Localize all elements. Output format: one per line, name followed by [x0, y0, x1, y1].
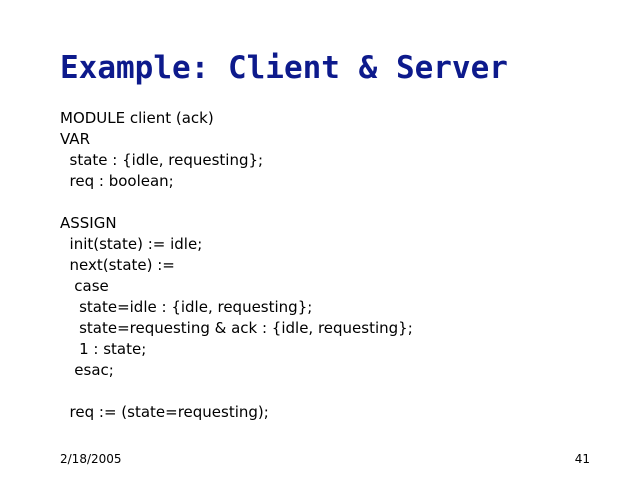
code-line-case-idle: state=idle : {idle, requesting};	[60, 298, 313, 316]
code-line-assign: ASSIGN	[60, 214, 117, 232]
code-line-next-state: next(state) :=	[60, 256, 175, 274]
code-line-case: case	[60, 277, 109, 295]
slide-title: Example: Client & Server	[60, 50, 508, 86]
code-line-case-default: 1 : state;	[60, 340, 147, 358]
code-listing: MODULE client (ack) VAR state : {idle, r…	[60, 108, 620, 423]
code-line-blank	[60, 192, 620, 213]
code-line-esac: esac;	[60, 361, 114, 379]
footer-date: 2/18/2005	[60, 452, 122, 466]
code-line-req-assign: req := (state=requesting);	[60, 403, 269, 421]
code-line-var: VAR	[60, 130, 90, 148]
code-line-state-decl: state : {idle, requesting};	[60, 151, 264, 169]
code-line-module: MODULE client (ack)	[60, 109, 214, 127]
code-line-blank	[60, 381, 620, 402]
code-line-req-decl: req : boolean;	[60, 172, 174, 190]
code-line-init-state: init(state) := idle;	[60, 235, 203, 253]
code-line-case-requesting: state=requesting & ack : {idle, requesti…	[60, 319, 413, 337]
footer-page-number: 41	[574, 452, 590, 466]
